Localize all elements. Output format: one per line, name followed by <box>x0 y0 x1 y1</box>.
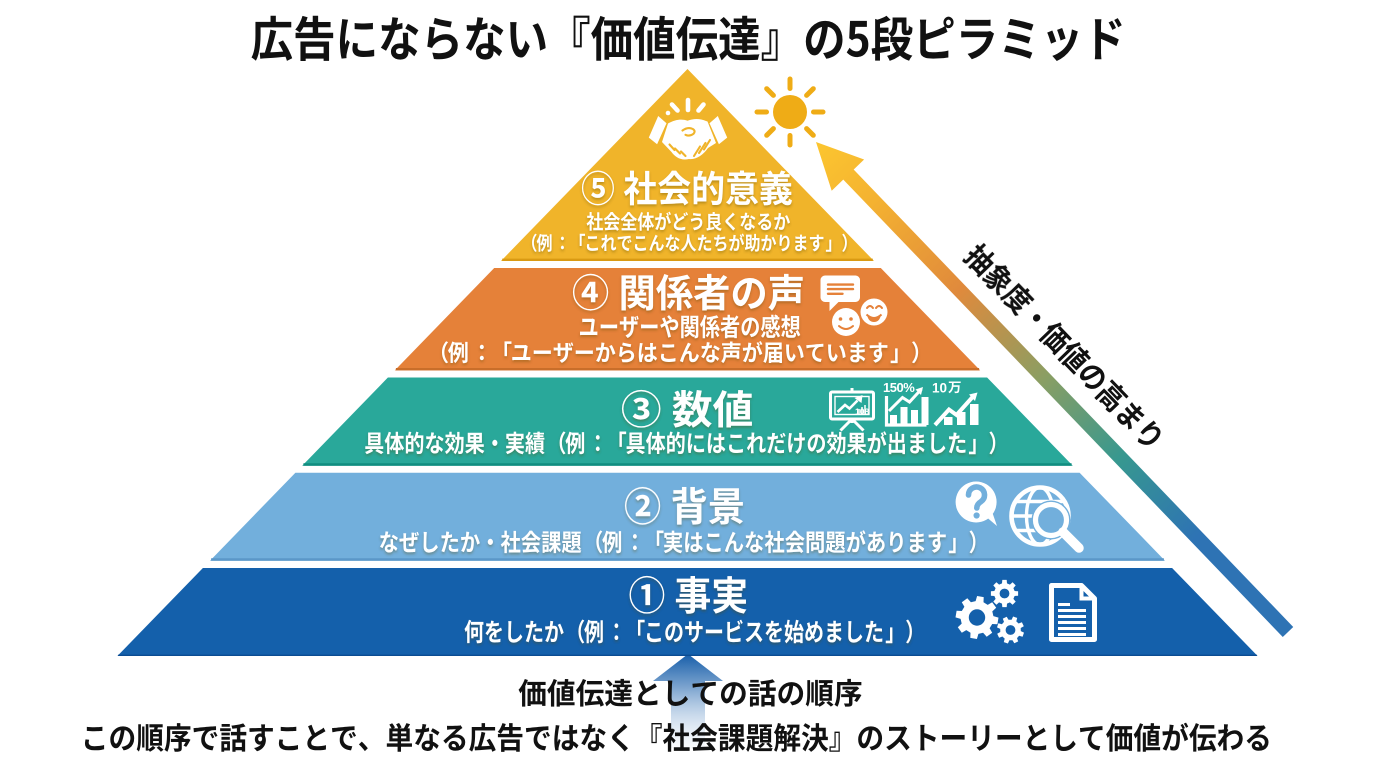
svg-text:108: 108 <box>855 407 869 417</box>
svg-text:10: 10 <box>932 381 947 396</box>
svg-text:150%: 150% <box>883 380 915 395</box>
